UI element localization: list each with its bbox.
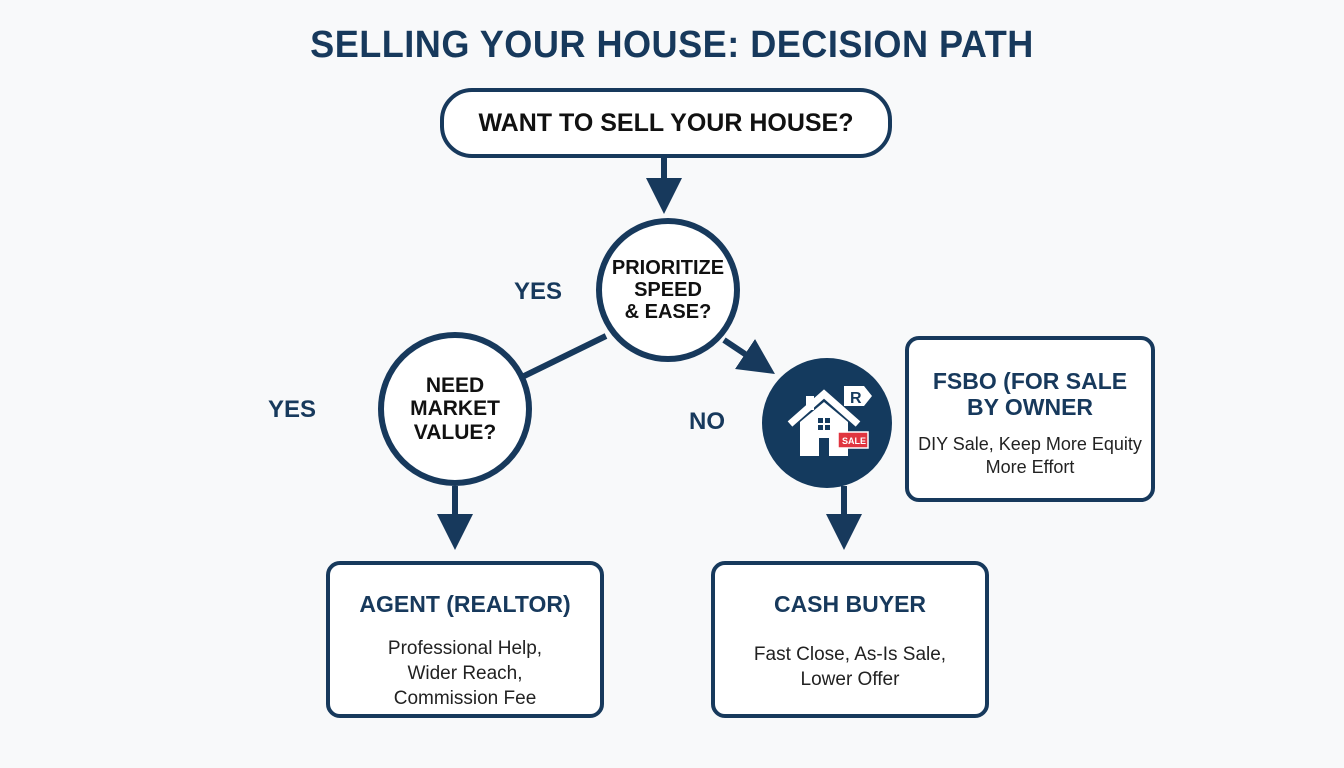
edge-label-yes-prioritize: YES <box>514 278 563 305</box>
outcome-heading: BY OWNER <box>966 394 1094 421</box>
edge-label-yes-need-value: YES <box>268 396 317 423</box>
outcome-detail: Lower Offer <box>800 669 900 691</box>
outcome-detail: Wider Reach, <box>407 663 523 685</box>
outcome-detail: Fast Close, As-Is Sale, <box>753 644 947 666</box>
arrow-prioritize-to-icon <box>722 337 775 374</box>
outcome-heading: AGENT (REALTOR) <box>359 591 571 617</box>
outcome-agent: AGENT (REALTOR) Professional Help, Wider… <box>326 561 604 718</box>
connector-prioritize-to-need <box>514 333 608 383</box>
decision-line: PRIORITIZE <box>611 257 725 279</box>
svg-text:R: R <box>850 390 862 407</box>
edge-label-no: NO <box>689 408 725 435</box>
decision-line: & EASE? <box>624 301 712 323</box>
decision-line: SPEED <box>634 279 702 301</box>
outcome-detail: Commission Fee <box>393 687 537 709</box>
house-for-sale-node: R SALE <box>762 358 892 488</box>
outcome-cash-buyer: CASH BUYER Fast Close, As-Is Sale, Lower… <box>711 561 989 718</box>
start-node: WANT TO SELL YOUR HOUSE? <box>440 88 892 158</box>
house-for-sale-icon: R SALE <box>787 386 872 456</box>
decision-need-market-value: NEED MARKET VALUE? <box>378 332 532 486</box>
outcome-heading: CASH BUYER <box>773 591 927 617</box>
decision-line: MARKET <box>410 397 500 421</box>
start-node-label: WANT TO SELL YOUR HOUSE? <box>478 108 854 137</box>
decision-line: NEED <box>425 374 485 398</box>
outcome-fsbo: FSBO (FOR SALE BY OWNER DIY Sale, Keep M… <box>905 336 1155 502</box>
decision-prioritize-speed: PRIORITIZE SPEED & EASE? <box>596 218 740 362</box>
outcome-heading: FSBO (FOR SALE <box>932 368 1128 394</box>
outcome-detail: Professional Help, <box>387 638 543 660</box>
page-title: SELLING YOUR HOUSE: DECISION PATH <box>310 24 1034 66</box>
outcome-detail: More Effort <box>985 457 1075 478</box>
svg-text:SALE: SALE <box>842 436 866 446</box>
outcome-detail: DIY Sale, Keep More Equity <box>918 433 1142 454</box>
decision-line: VALUE? <box>413 420 497 444</box>
